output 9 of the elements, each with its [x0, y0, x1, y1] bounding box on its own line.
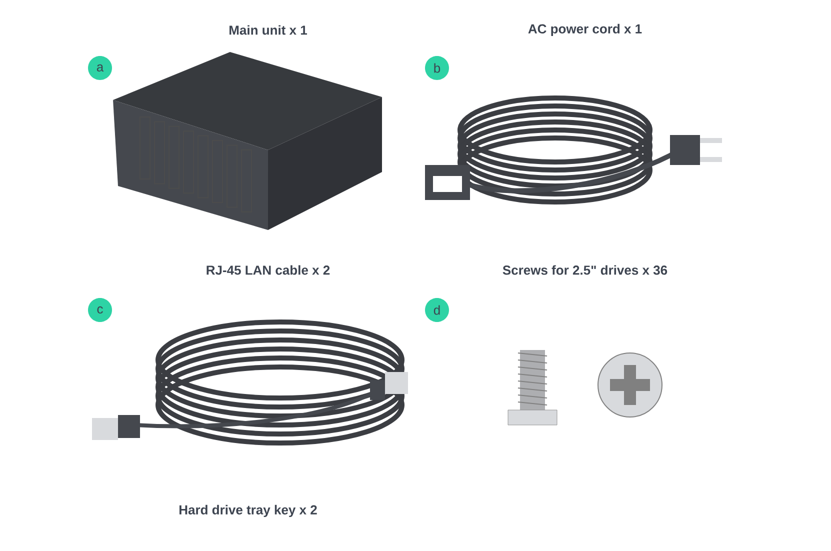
caption: RJ-45 LAN cable x 2 — [206, 265, 330, 275]
letter-badge: d — [425, 298, 449, 322]
caption: Hard drive tray key x 2 — [180, 504, 317, 518]
caption: Main unit x 1 — [230, 25, 307, 35]
caption: AC power cord x 1 — [528, 24, 642, 36]
letter-badge: b — [425, 56, 449, 80]
letter-badge: c — [88, 298, 112, 322]
letter-badge: a — [88, 56, 112, 80]
caption: Screws for 2.5" drives x 36 — [502, 265, 668, 275]
